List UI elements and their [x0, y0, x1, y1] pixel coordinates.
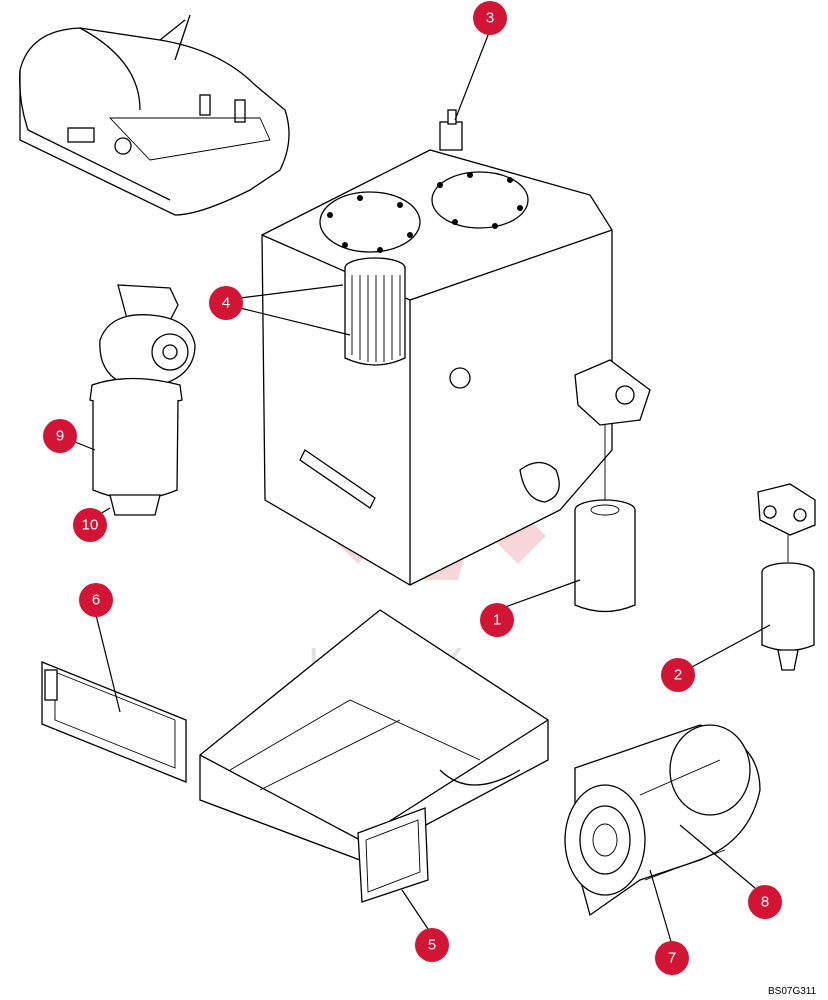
engine-hood [19, 14, 290, 216]
svg-text:9: 9 [56, 428, 64, 445]
svg-text:10: 10 [82, 517, 99, 534]
svg-text:5: 5 [428, 937, 436, 954]
svg-text:6: 6 [92, 592, 100, 609]
svg-text:8: 8 [761, 894, 769, 911]
svg-text:3: 3 [486, 10, 494, 27]
pilot-filter [757, 483, 816, 671]
callout-4: 4 [209, 286, 243, 320]
fuel-filter-cartridge [574, 425, 636, 613]
callout-5: 5 [415, 928, 449, 962]
svg-text:2: 2 [674, 667, 682, 684]
callout-7: 7 [655, 941, 689, 975]
svg-text:1: 1 [493, 612, 501, 629]
callout-8: 8 [748, 885, 782, 919]
callout-3: 3 [473, 1, 507, 35]
svg-text:7: 7 [668, 950, 676, 967]
hydraulic-tank [261, 109, 651, 586]
ac-filter-panel [41, 661, 187, 783]
callout-10: 10 [73, 508, 107, 542]
svg-text:4: 4 [222, 295, 230, 312]
callout-2: 2 [661, 658, 695, 692]
fuel-water-separator [89, 284, 196, 516]
air-cleaner [564, 724, 761, 917]
cab-floor-frame [199, 609, 549, 903]
return-filter-element [344, 257, 406, 366]
callout-9: 9 [43, 419, 77, 453]
callout-1: 1 [480, 603, 514, 637]
callout-6: 6 [79, 583, 113, 617]
figure-code: BS07G311 [768, 986, 817, 997]
